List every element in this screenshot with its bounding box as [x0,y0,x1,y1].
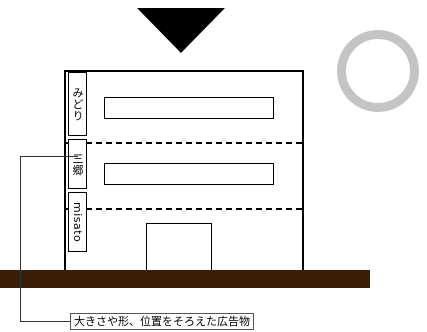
window-lower [104,163,274,185]
leader-line [20,156,21,322]
floor-divider-lower [66,208,302,210]
circle-symbol [337,30,419,112]
floor-divider-upper [66,142,302,144]
sign-1: みどり [68,72,87,136]
caption-label: 大きさや形、位置をそろえた広告物 [70,313,254,330]
vertical-signs: みどり 三郷 misato [68,72,87,255]
leader-line-bottom [20,321,70,322]
sign-2: 三郷 [68,139,87,189]
leader-line-top [20,156,78,157]
ground [0,270,370,288]
sign-3: misato [68,192,87,252]
sign-2-text: 三郷 [71,152,84,176]
down-arrow-icon [137,8,225,53]
sign-1-text: みどり [71,86,84,122]
window-upper [104,97,274,119]
building-entrance [146,223,212,275]
sign-3-text: misato [71,201,84,243]
